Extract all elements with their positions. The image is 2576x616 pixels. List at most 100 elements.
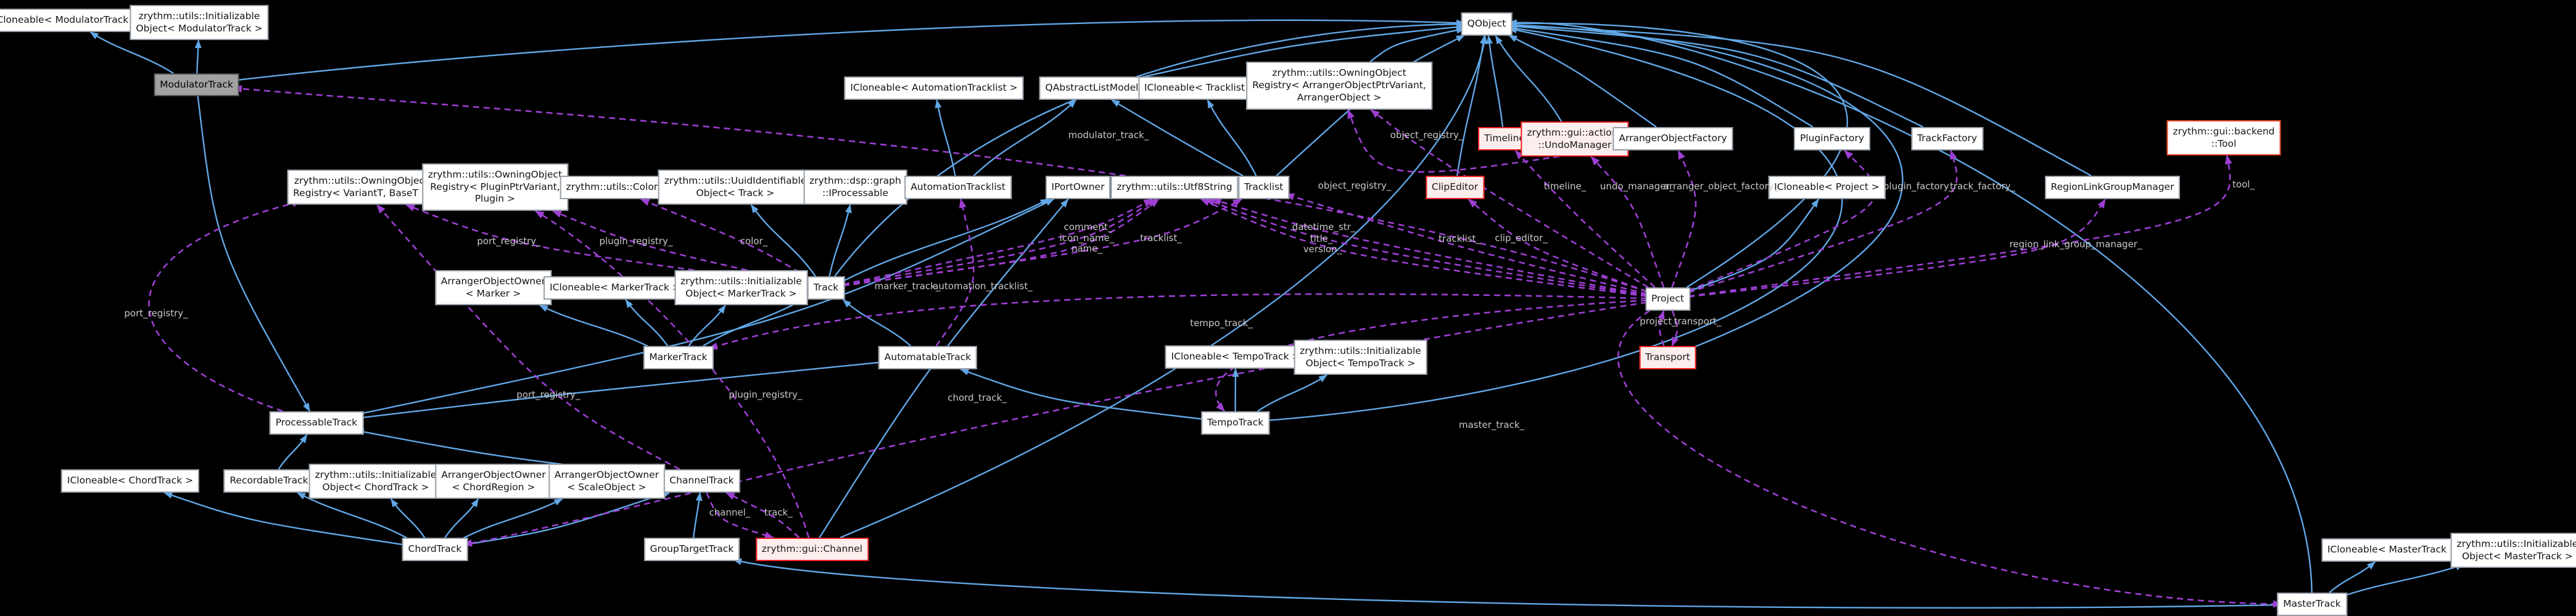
edge-tempotrack-automatabletrack [960,368,1205,421]
node-iportowner[interactable]: IPortOwner [1045,176,1111,199]
node-icl_project[interactable]: ICloneable< Project > [1768,176,1886,199]
edge-markertrack-icl_marker [625,299,669,347]
node-icl_modulator[interactable]: ICloneable< ModulatorTrack > [0,9,146,32]
node-label-line: zrythm::utils::OwningObject [427,168,563,180]
node-automationtracklist[interactable]: AutomationTracklist [904,176,1012,199]
node-label-line: ICloneable< AutomationTracklist > [850,82,1018,94]
edge-project-undomanager-undo_manager_ [1590,156,1665,288]
node-processabletrack[interactable]: ProcessableTrack [269,411,364,435]
node-aoo_scaleobject[interactable]: ArrangerObjectOwner< ScaleObject > [548,464,666,499]
node-channel[interactable]: zrythm::gui::Channel [755,538,869,561]
node-utf8string[interactable]: zrythm::utils::Utf8String [1110,176,1239,199]
node-color[interactable]: zrythm::utils::Color [559,176,664,199]
edge-rlgm-qobject [1508,22,2092,177]
node-pluginfactory[interactable]: PluginFactory [1793,127,1871,150]
edge-chordtrack-aoo_chordregion [444,498,479,538]
node-arrfactory[interactable]: ArrangerObjectFactory [1612,127,1733,150]
node-label-line: < ChordRegion > [452,481,535,493]
edge-markertrack-aoo_marker [539,304,648,347]
edge-processabletrack-iportowner [355,198,1055,416]
node-clipeditor[interactable]: ClipEditor [1425,176,1485,199]
node-label-line: ClipEditor [1431,181,1479,193]
node-label-line: Registry< ArrangerObjectPtrVariant, [1252,80,1426,91]
edge-recordabletrack-processabletrack [278,434,308,470]
edge-tracklist-icl_tracklist [1207,99,1257,176]
node-label-line: MarkerTrack [649,351,708,363]
node-label-line: ICloneable< Project > [1774,181,1880,193]
node-grouptargettrack[interactable]: GroupTargetTrack [643,538,740,561]
edge-mastertrack-icl_master [2329,561,2376,593]
node-aoo_marker[interactable]: ArrangerObjectOwner< Marker > [434,270,552,305]
node-label-line: Object< MasterTrack > [2462,550,2573,562]
node-icl_master[interactable]: ICloneable< MasterTrack > [2321,538,2464,562]
node-channeltrack[interactable]: ChannelTrack [663,469,740,493]
edge-project-mastertrack-master_track_ [1617,310,2282,608]
node-transport[interactable]: Transport [1639,346,1696,369]
node-chordtrack[interactable]: ChordTrack [402,538,468,561]
node-tracklist[interactable]: Tracklist [1237,176,1290,199]
node-modulatortrack[interactable]: ModulatorTrack [154,73,239,96]
node-automatabletrack[interactable]: AutomatableTrack [878,346,978,369]
edge-project-modulatortrack-modulator_track_ [233,85,1648,293]
node-label-line: RegionLinkGroupManager [2050,181,2174,193]
edge-track-reg_plugin-plugin_registry_ [552,210,809,285]
node-tool[interactable]: zrythm::gui::backend::Tool [2166,120,2281,155]
edge-chordtrack-icl_chord [163,491,407,546]
node-label-line: zrythm::gui::Channel [761,543,863,555]
node-trackfactory[interactable]: TrackFactory [1910,127,1984,150]
edge-track-utf8string-comment_ [843,198,1154,285]
node-icl_tempo[interactable]: ICloneable< TempoTrack > [1165,345,1307,369]
edge-trackfactory-qobject [1508,23,1924,128]
node-mastertrack[interactable]: MasterTrack [2277,593,2347,616]
edge-channel-reg_plugin-plugin_registry_ [534,210,810,538]
node-markertrack[interactable]: MarkerTrack [643,346,714,369]
edge-processabletrack-reg_variantt-port_registry_ [148,200,302,413]
node-label-line: < Marker > [465,287,521,299]
node-rlgm[interactable]: RegionLinkGroupManager [2044,176,2181,199]
node-label-line: Transport [1645,351,1690,363]
node-label-line: ::IProcessable [822,187,888,199]
node-qobject[interactable]: QObject [1461,12,1513,36]
node-track[interactable]: Track [807,276,845,300]
node-recordabletrack[interactable]: RecordableTrack [223,469,315,493]
edge-modulatortrack-processabletrack [197,96,311,412]
node-project[interactable]: Project [1645,287,1691,311]
edge-pluginfactory-qobject [1508,25,1814,128]
node-label-line: zrythm::gui::actions [1527,126,1623,138]
edge-project-clipeditor-clip_editor_ [1468,199,1648,293]
node-icl_marker[interactable]: ICloneable< MarkerTrack > [543,276,687,300]
node-label-line: ::Tool [2211,138,2237,149]
node-label-line: zrythm::utils::UuidIdentifiable [664,175,807,186]
node-icl_autotl[interactable]: ICloneable< AutomationTracklist > [844,76,1024,100]
node-label-line: zrythm::utils::Initializable [2456,538,2576,549]
edge-grouptargettrack-channeltrack [693,492,703,538]
node-iprocessable[interactable]: zrythm::dsp::graph::IProcessable [803,170,907,205]
node-icl_tracklist[interactable]: ICloneable< Tracklist > [1138,76,1262,100]
node-aoo_chordregion[interactable]: ArrangerObjectOwner< ChordRegion > [435,464,552,499]
node-label-line: ChannelTrack [669,475,734,487]
node-label-line: ICloneable< ChordTrack > [67,475,194,487]
node-label-line: ArrangerObjectFactory [1619,133,1727,144]
edge-undomanager-qobject [1495,35,1563,122]
edge-track-tracklist-tracklist_ [843,198,1242,287]
node-icl_chord[interactable]: ICloneable< ChordTrack > [60,469,200,493]
edge-project-chordtrack-chord_track_ [463,301,1648,547]
edge-automationtracklist-icl_autotl [935,99,956,176]
edge-tracklist-qalm [1111,99,1244,177]
edge-mastertrack-grouptargettrack [733,558,2282,609]
node-qalm[interactable]: QAbstractListModel [1039,76,1145,100]
node-tempotrack[interactable]: TempoTrack [1200,411,1270,435]
edge-chordtrack-aoo_scaleobject [463,498,563,539]
node-label-line: Object< ChordTrack > [322,481,429,493]
